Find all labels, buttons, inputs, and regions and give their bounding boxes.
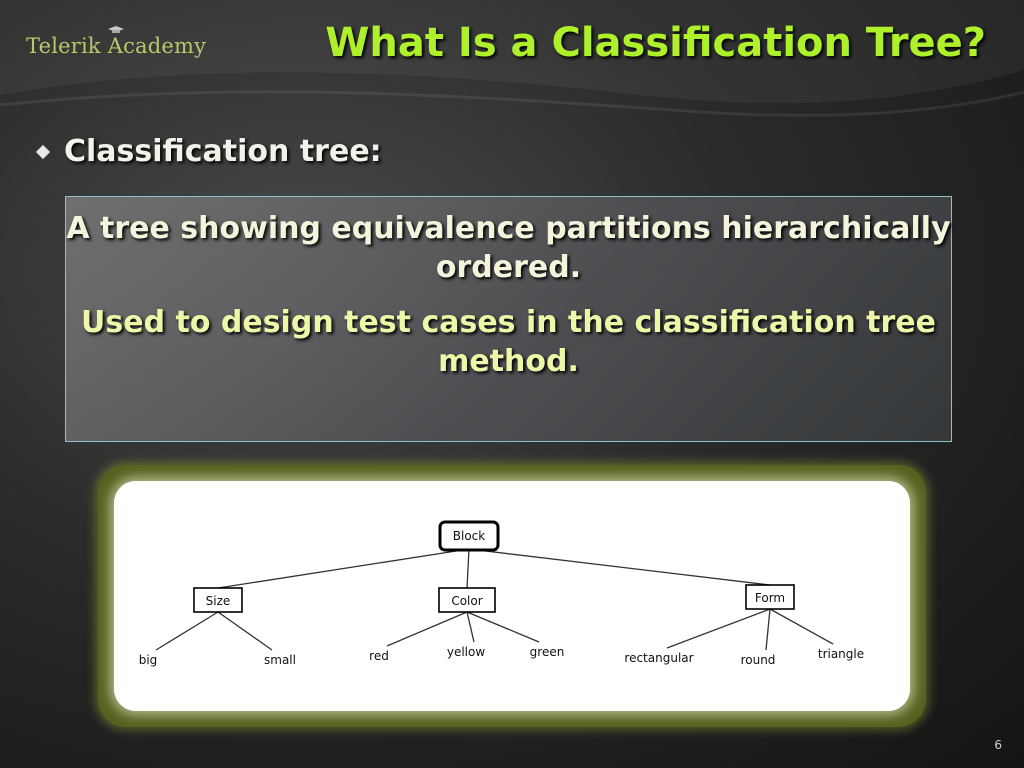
tree-edge [769, 608, 834, 645]
root-node-box [438, 520, 500, 552]
logo-text: Telerik Academy [26, 34, 207, 58]
classification-node-box [193, 587, 243, 613]
classification-node-label: Color [451, 594, 482, 608]
bullet-text: Classification tree: [64, 134, 382, 169]
usage-text: Used to design test cases in the classif… [81, 305, 936, 379]
tree-edge [765, 608, 771, 651]
classification-node-box [438, 587, 496, 613]
class-leaf-label: green [530, 645, 565, 659]
class-leaf-label: small [264, 653, 296, 667]
slide-title: What Is a Classification Tree? [325, 20, 986, 66]
classification-node-label: Size [206, 594, 231, 608]
bullet-item: Classification tree: [35, 134, 382, 169]
tree-edge [155, 611, 219, 651]
diagram-frame: Block big small Size red yellow green Color rect… [98, 465, 926, 727]
tree-edge [466, 611, 540, 643]
tree-edge [217, 548, 470, 589]
class-leaf-label: red [369, 649, 389, 663]
classification-node-box [745, 584, 795, 610]
tree-edge [466, 548, 470, 589]
bullet-diamond-icon [35, 144, 51, 159]
class-leaf-label: rectangular [624, 651, 693, 665]
class-leaf-label: yellow [447, 645, 485, 659]
tree-edge [468, 548, 771, 586]
root-node-label: Block [453, 529, 486, 543]
diagram-canvas: Block big small Size red yellow green Color rect… [114, 481, 910, 711]
definition-text: A tree showing equivalence partitions hi… [66, 211, 951, 285]
graduation-cap-icon [108, 26, 124, 33]
classification-tree-diagram: Block big small Size red yellow green Color rect… [139, 520, 864, 667]
class-leaf-label: round [741, 653, 776, 667]
page-number: 6 [994, 738, 1002, 752]
classification-node-label: Form [755, 591, 785, 605]
tree-edge [217, 611, 273, 651]
tree-edge [466, 611, 475, 643]
class-leaf-label: big [139, 653, 158, 667]
definition-box: A tree showing equivalence partitions hi… [65, 196, 952, 442]
class-leaf-label: triangle [818, 647, 864, 661]
telerik-academy-logo: Telerik Academy [26, 26, 207, 58]
tree-edge [386, 611, 468, 647]
tree-edge [666, 608, 771, 649]
